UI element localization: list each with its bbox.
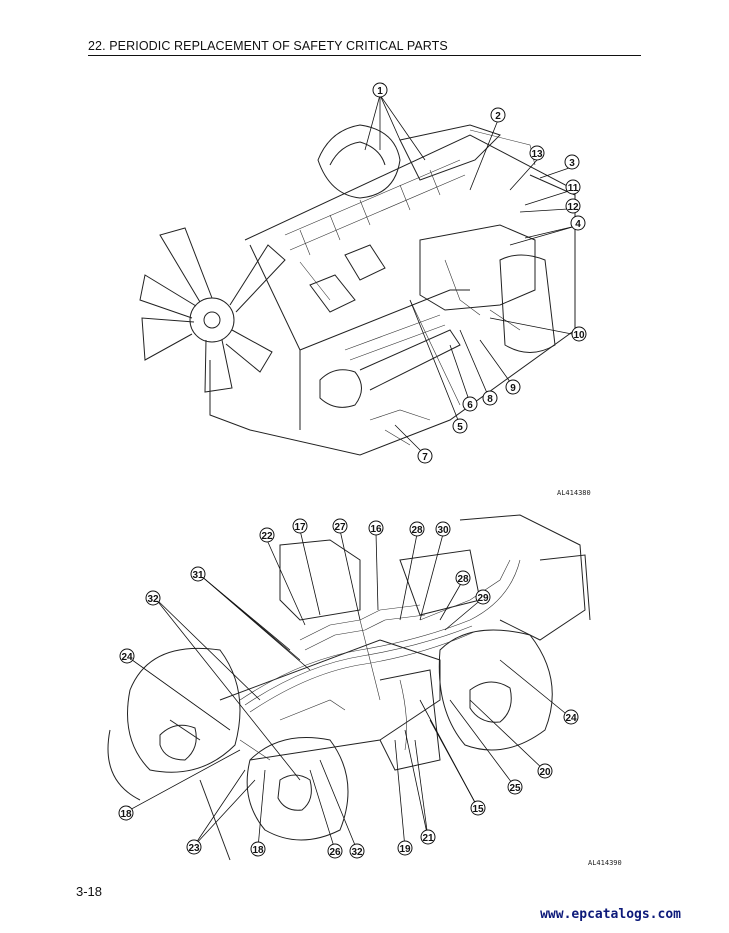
svg-text:25: 25 [509, 783, 521, 794]
callout-7: 7 [417, 448, 433, 464]
svg-text:15: 15 [472, 804, 484, 815]
callout-26: 26 [327, 843, 343, 859]
callout-13: 13 [529, 145, 545, 161]
svg-text:7: 7 [422, 452, 428, 463]
svg-text:16: 16 [370, 524, 382, 535]
callout-3: 3 [564, 154, 580, 170]
page-number: 3-18 [76, 884, 103, 899]
svg-text:24: 24 [565, 713, 577, 724]
svg-text:20: 20 [539, 767, 551, 778]
engine-drawing [139, 94, 578, 456]
axle-drawing [107, 514, 591, 861]
svg-text:2: 2 [495, 111, 501, 122]
callout-11: 11 [565, 179, 581, 195]
svg-text:13: 13 [531, 149, 543, 160]
svg-text:29: 29 [477, 593, 489, 604]
callout-1: 1 [372, 82, 388, 98]
callout-27: 27 [332, 518, 348, 534]
axle-callouts: 22 17 27 16 28 30 28 29 31 32 24 24 20 2… [118, 518, 579, 859]
callout-18b: 18 [118, 805, 134, 821]
svg-text:18: 18 [252, 845, 264, 856]
callout-20: 20 [537, 763, 553, 779]
svg-text:18: 18 [120, 809, 132, 820]
svg-text:5: 5 [457, 422, 463, 433]
svg-text:26: 26 [329, 847, 341, 858]
svg-text:32: 32 [147, 594, 159, 605]
svg-text:28: 28 [411, 525, 423, 536]
callout-32a: 32 [145, 590, 161, 606]
callout-9: 9 [505, 379, 521, 395]
callout-28a: 28 [409, 521, 425, 537]
callout-10: 10 [571, 326, 587, 342]
callout-6: 6 [462, 396, 478, 412]
svg-text:3: 3 [569, 158, 575, 169]
svg-text:21: 21 [422, 833, 434, 844]
svg-text:27: 27 [334, 522, 346, 533]
callout-24a: 24 [119, 648, 135, 664]
callout-21: 21 [420, 829, 436, 845]
svg-text:8: 8 [487, 394, 493, 405]
svg-text:19: 19 [399, 844, 411, 855]
callout-16: 16 [368, 520, 384, 536]
svg-text:12: 12 [567, 202, 579, 213]
header-rule [88, 55, 641, 57]
callout-23: 23 [186, 839, 202, 855]
svg-text:4: 4 [575, 219, 581, 230]
svg-text:30: 30 [437, 525, 449, 536]
engine-callouts: 1 2 13 3 11 12 4 10 9 8 6 5 7 [372, 82, 587, 464]
svg-text:22: 22 [261, 531, 273, 542]
svg-text:28: 28 [457, 574, 469, 585]
callout-18a: 18 [250, 841, 266, 857]
callout-19: 19 [397, 840, 413, 856]
figure-code-bottom: AL414390 [588, 859, 622, 867]
svg-text:10: 10 [573, 330, 585, 341]
svg-text:6: 6 [467, 400, 473, 411]
callout-25: 25 [507, 779, 523, 795]
callout-24b: 24 [563, 709, 579, 725]
callout-29: 29 [475, 589, 491, 605]
callout-12: 12 [565, 198, 581, 214]
callout-28b: 28 [455, 570, 471, 586]
engine-figure: 1 2 13 3 11 12 4 10 9 8 6 5 7 [139, 82, 587, 464]
svg-text:11: 11 [568, 183, 579, 194]
callout-5: 5 [452, 418, 468, 434]
figure-code-top: AL414380 [557, 489, 591, 497]
callout-8: 8 [482, 390, 498, 406]
svg-text:31: 31 [192, 570, 204, 581]
page-title: 22. PERIODIC REPLACEMENT OF SAFETY CRITI… [88, 39, 448, 53]
svg-text:17: 17 [294, 522, 306, 533]
callout-30: 30 [435, 521, 451, 537]
callout-32b: 32 [349, 843, 365, 859]
svg-text:1: 1 [377, 86, 383, 97]
callout-31: 31 [190, 566, 206, 582]
watermark-link[interactable]: www.epcatalogs.com [540, 907, 681, 922]
callout-17: 17 [292, 518, 308, 534]
svg-text:9: 9 [510, 383, 516, 394]
svg-text:23: 23 [188, 843, 200, 854]
callout-4: 4 [570, 215, 586, 231]
callout-2: 2 [490, 107, 506, 123]
callout-15: 15 [470, 800, 486, 816]
svg-text:24: 24 [121, 652, 133, 663]
page-header: 22. PERIODIC REPLACEMENT OF SAFETY CRITI… [88, 38, 641, 57]
callout-22: 22 [259, 527, 275, 543]
svg-text:32: 32 [351, 847, 363, 858]
